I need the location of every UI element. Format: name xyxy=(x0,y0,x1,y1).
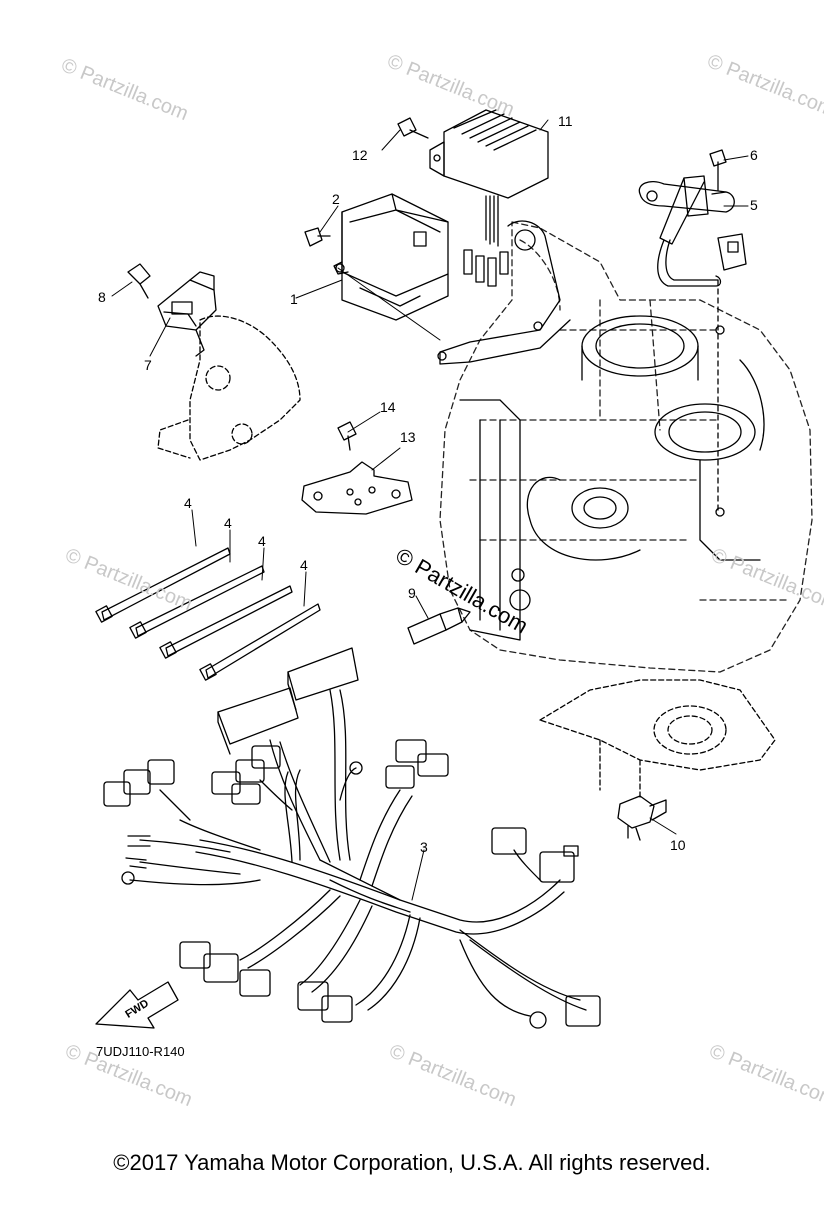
callout-labels: 1 2 3 4 4 4 4 5 6 7 8 9 10 11 12 13 14 xyxy=(98,113,758,855)
watermark-mid-left: © Partzilla.com xyxy=(62,544,195,615)
callout-7: 7 xyxy=(144,357,152,373)
leader-lines xyxy=(111,119,749,901)
lower-casting xyxy=(539,679,776,801)
part-sensor-9 xyxy=(407,607,471,645)
part-plate-13 xyxy=(301,461,413,515)
part-sensor-5 xyxy=(638,175,747,287)
part-sensor-10 xyxy=(617,795,667,841)
part-bolt-6 xyxy=(709,149,727,195)
callout-3: 3 xyxy=(420,839,428,855)
callout-4c: 4 xyxy=(258,533,266,549)
part-bolt-8 xyxy=(127,263,151,299)
watermark-top-center: © Partzilla.com xyxy=(384,50,517,121)
part-bolt-2 xyxy=(304,227,331,247)
part-wire-harness-3 xyxy=(103,647,601,1029)
part-bolt-12 xyxy=(397,117,429,139)
callout-12: 12 xyxy=(352,147,368,163)
callout-10: 10 xyxy=(670,837,686,853)
callout-14: 14 xyxy=(380,399,396,415)
callout-5: 5 xyxy=(750,197,758,213)
diagram-code: 7UDJ110-R140 xyxy=(96,1044,185,1059)
watermark-top-left: © Partzilla.com xyxy=(58,54,191,125)
engine-bracket xyxy=(437,220,571,365)
callout-8: 8 xyxy=(98,289,106,305)
throttle-body xyxy=(157,315,301,461)
callout-4d: 4 xyxy=(300,557,308,573)
watermark-bottom-right: © Partzilla.com xyxy=(706,1040,824,1111)
callout-6: 6 xyxy=(750,147,758,163)
watermark-bottom-center: © Partzilla.com xyxy=(386,1040,519,1111)
fwd-arrow-icon xyxy=(95,981,179,1029)
watermark-top-right: © Partzilla.com xyxy=(704,50,824,121)
engine-cylinders xyxy=(459,315,765,641)
part-screw-14 xyxy=(337,421,357,451)
callout-1: 1 xyxy=(290,291,298,307)
fwd-label: FWD xyxy=(123,997,151,1020)
engine-block xyxy=(439,221,813,673)
callout-13: 13 xyxy=(400,429,416,445)
callout-11: 11 xyxy=(558,113,573,129)
callout-9: 9 xyxy=(408,585,416,601)
callout-4a: 4 xyxy=(184,495,192,511)
part-rectifier xyxy=(429,109,549,287)
callout-2: 2 xyxy=(332,191,340,207)
part-sensor-7 xyxy=(157,271,217,357)
copyright-footer: ©2017 Yamaha Motor Corporation, U.S.A. A… xyxy=(113,1150,711,1175)
callout-4b: 4 xyxy=(224,515,232,531)
part-ecu xyxy=(333,193,449,341)
